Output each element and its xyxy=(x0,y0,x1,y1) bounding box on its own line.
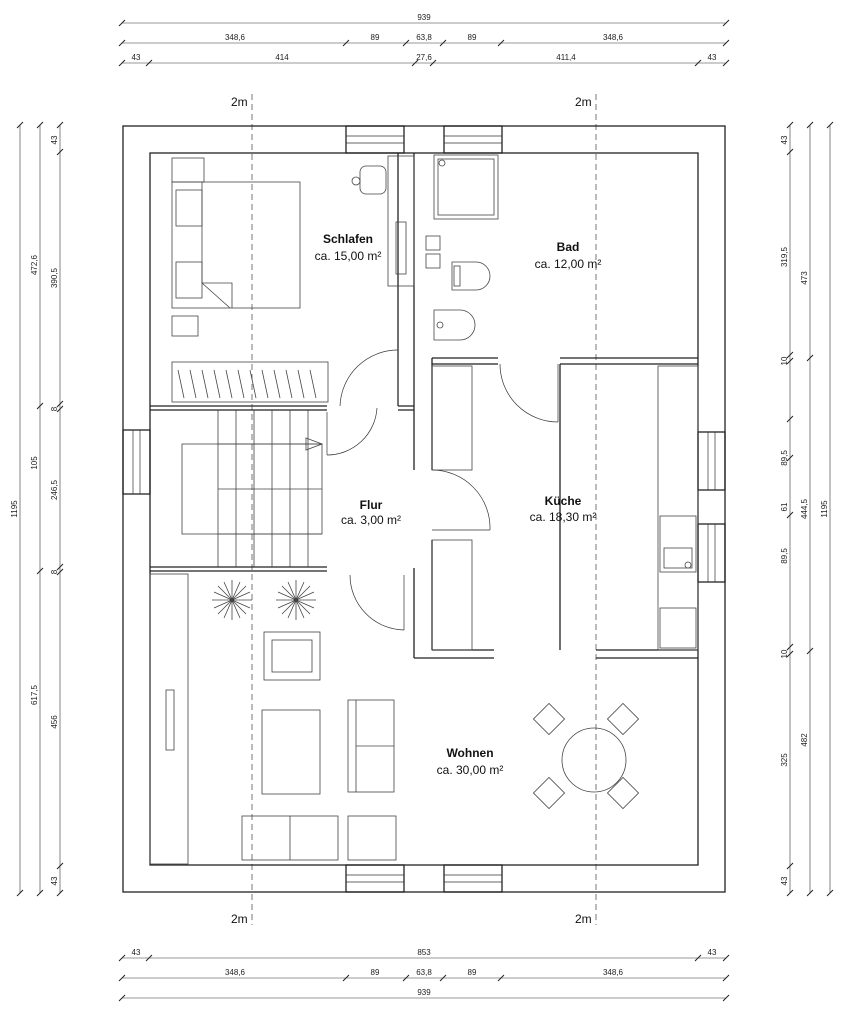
dim-top-row2: 348,6 xyxy=(603,33,624,42)
dim-left-col3: 8 xyxy=(50,569,59,574)
dim-right-col3: 43 xyxy=(780,135,789,144)
dim-right-col3: 43 xyxy=(780,876,789,885)
dim-top-row3: 411,4 xyxy=(556,53,576,62)
room-labels: Schlafen ca. 15,00 m² Bad ca. 12,00 m² F… xyxy=(315,232,602,777)
axis-marker-top-left: 2m xyxy=(231,95,248,109)
dim-right-col3: 10 xyxy=(780,356,789,365)
dim-left-col2: 617,5 xyxy=(30,684,39,705)
dimension-lines xyxy=(16,19,834,1002)
plant-icon xyxy=(276,580,316,620)
dim-right-col2: 482 xyxy=(800,733,809,747)
dim-left-col3: 456 xyxy=(50,715,59,729)
room-area-schlafen: ca. 15,00 m² xyxy=(315,249,382,263)
dim-right-col3: 10 xyxy=(780,649,789,658)
axis-lines xyxy=(251,94,597,925)
dim-right-col3: 89,5 xyxy=(780,450,789,466)
dim-bottom-total: 939 xyxy=(417,988,431,997)
room-area-wohnen: ca. 30,00 m² xyxy=(437,763,504,777)
doors xyxy=(326,348,559,631)
dim-left-col2: 105 xyxy=(30,456,39,470)
dim-left-col3: 8 xyxy=(50,406,59,411)
dim-bottom-row2: 89 xyxy=(371,968,380,977)
dim-top-row3: 414 xyxy=(275,53,289,62)
furniture-wohnen xyxy=(149,573,640,865)
plant-icon xyxy=(212,580,252,620)
dim-right-total: 1195 xyxy=(820,500,829,518)
dim-bottom-row1: 853 xyxy=(417,948,431,957)
furniture-bad xyxy=(425,154,499,341)
dimension-labels: 939 348,6 89 63,8 89 348,6 43 414 27,6 4… xyxy=(10,13,829,997)
dim-left-col3: 246,5 xyxy=(50,479,59,500)
dim-bottom-row2: 63,8 xyxy=(416,968,432,977)
dim-bottom-row1: 43 xyxy=(708,948,717,957)
dim-right-col3: 319,5 xyxy=(780,246,789,267)
dim-top-row2: 89 xyxy=(468,33,477,42)
dim-left-col3: 43 xyxy=(50,135,59,144)
dim-left-total: 1195 xyxy=(10,500,19,518)
dim-bottom-row2: 89 xyxy=(468,968,477,977)
dim-top-row3: 43 xyxy=(708,53,717,62)
axis-marker-top-right: 2m xyxy=(575,95,592,109)
room-area-flur: ca. 3,00 m² xyxy=(341,513,401,527)
furniture-kueche xyxy=(431,365,699,651)
dim-top-row2: 89 xyxy=(371,33,380,42)
room-name-flur: Flur xyxy=(360,498,383,512)
room-area-bad: ca. 12,00 m² xyxy=(535,257,602,271)
room-name-schlafen: Schlafen xyxy=(323,232,373,246)
dim-left-col3: 43 xyxy=(50,876,59,885)
room-name-bad: Bad xyxy=(557,240,580,254)
room-area-kueche: ca. 18,30 m² xyxy=(530,510,597,524)
dim-bottom-row2: 348,6 xyxy=(225,968,246,977)
dim-bottom-row2: 348,6 xyxy=(603,968,624,977)
dim-right-col2: 444,5 xyxy=(800,498,809,519)
dim-right-col3: 61 xyxy=(780,502,789,511)
dim-top-total: 939 xyxy=(417,13,431,22)
room-name-wohnen: Wohnen xyxy=(446,746,493,760)
dim-top-row2: 63,8 xyxy=(416,33,432,42)
dim-top-row2: 348,6 xyxy=(225,33,246,42)
dim-left-col2: 472,6 xyxy=(30,254,39,275)
furniture-stairs xyxy=(181,410,324,567)
dim-bottom-row1: 43 xyxy=(132,948,141,957)
dim-right-col2: 473 xyxy=(800,271,809,285)
dim-left-col3: 390,5 xyxy=(50,267,59,288)
dim-right-col3: 89,5 xyxy=(780,548,789,564)
dim-top-row3: 27,6 xyxy=(416,53,432,62)
walls xyxy=(122,125,726,893)
axis-marker-bottom-right: 2m xyxy=(575,912,592,926)
dim-right-col3: 325 xyxy=(780,753,789,767)
axis-marker-bottom-left: 2m xyxy=(231,912,248,926)
room-name-kueche: Küche xyxy=(545,494,582,508)
furniture-schlafen xyxy=(171,155,415,403)
dim-top-row3: 43 xyxy=(132,53,141,62)
